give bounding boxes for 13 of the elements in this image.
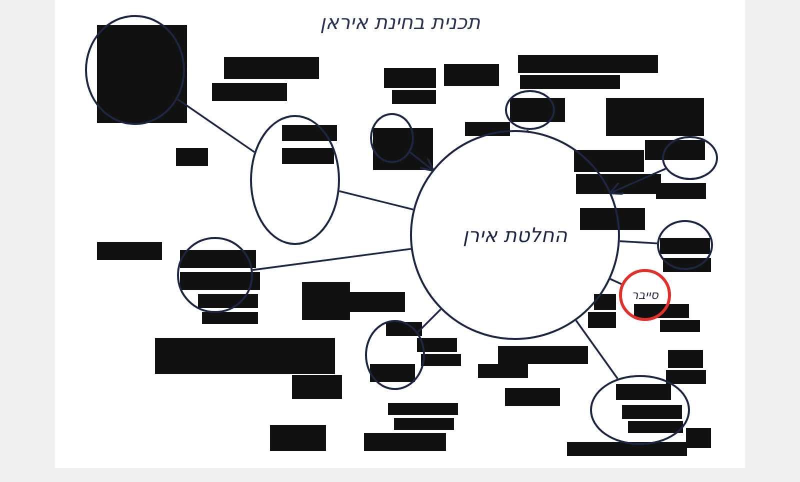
connector-line xyxy=(608,168,666,195)
connector-line xyxy=(410,152,435,172)
connector-line xyxy=(176,98,255,153)
connector-line xyxy=(620,240,658,244)
node-label: החלטת אירן xyxy=(462,223,568,247)
connector-line xyxy=(417,308,442,333)
connector-line xyxy=(526,130,528,131)
diagram-title: תכנית בחינת איראן xyxy=(320,10,480,34)
connector-line xyxy=(575,320,618,380)
connector-line xyxy=(339,190,414,210)
node-label: סייבר xyxy=(630,288,660,302)
connector-line xyxy=(610,278,622,285)
connector-line xyxy=(252,248,412,271)
